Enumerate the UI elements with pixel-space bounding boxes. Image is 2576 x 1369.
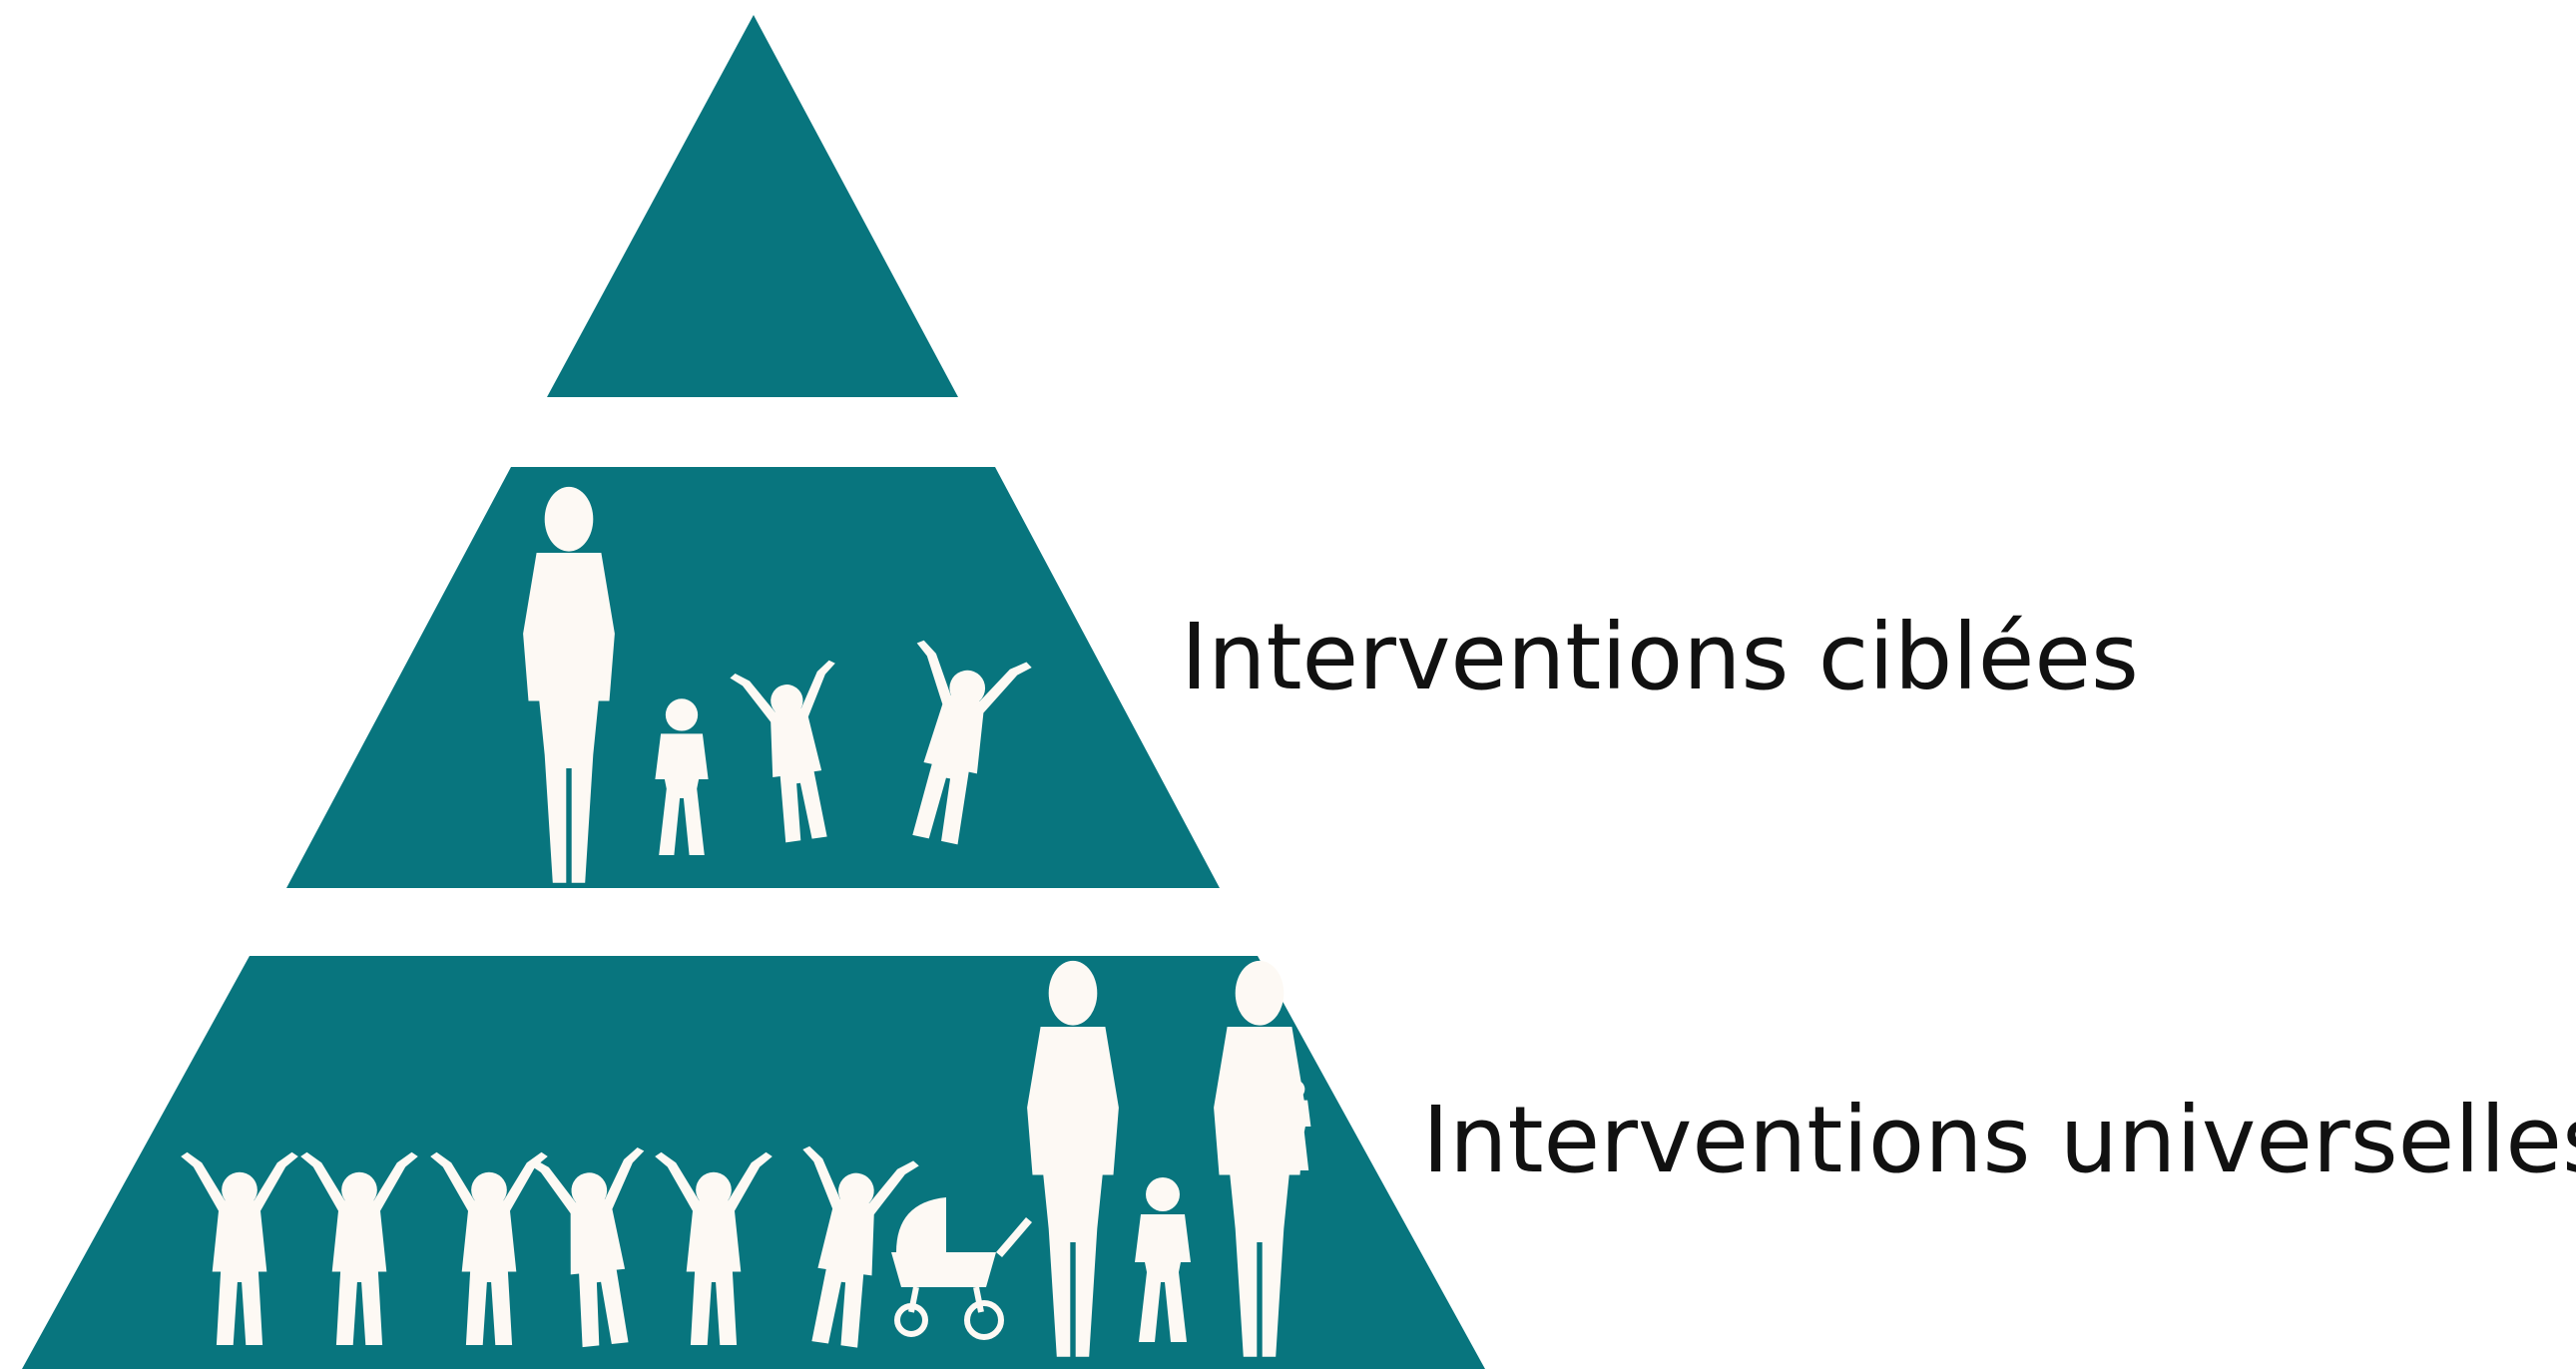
pyramid-tier-middle (286, 467, 1220, 888)
tier-label-universal: Interventions universelles (1422, 1087, 2576, 1193)
pyramid-tier-top (547, 15, 958, 397)
tier-label-targeted: Interventions ciblées (1181, 604, 2139, 710)
